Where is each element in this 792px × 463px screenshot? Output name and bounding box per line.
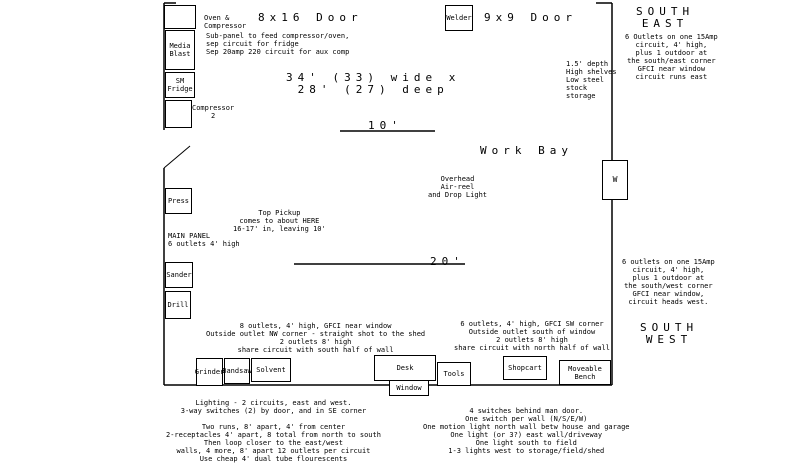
door-right-label: 9x9 Door [484,11,577,24]
press-box: Press [165,188,192,214]
south-east-label: SOUTH EAST [636,5,695,30]
twenty-foot-label: 20' [430,255,465,268]
shopcart-box: Shopcart [503,356,547,380]
media-blast-box: Media Blast [165,30,195,70]
oven-compressor-box [164,5,196,29]
moveable-bench-box: Moveable Bench [559,360,611,385]
sander-box: Sander [165,262,193,288]
east-window-box: W [602,160,628,200]
door-left-label: 8x16 Door [258,11,363,24]
outlets-right-note: 6 outlets, 4' high, GFCI SW corner Outsi… [454,320,610,352]
oven-compressor-label: Oven & Compressor [204,14,247,30]
tools-box: Tools [437,362,471,386]
main-panel-note: MAIN PANEL 6 outlets 4' high [168,232,240,248]
work-bay-label: Work Bay [480,144,573,157]
dimensions-label: 34' (33) wide x 28' (27) deep [286,71,461,96]
bandsaw-box: Bandsaw [222,358,252,384]
top-pickup-note: Top Pickup comes to about HERE 16-17' in… [233,209,326,233]
ten-foot-label: 10' [368,119,403,132]
compressor2-label: Compressor 2 [192,104,235,120]
outlets-left-note: 8 outlets, 4' high, GFCI near window Out… [206,322,426,354]
subpanel-note: Sub-panel to feed compressor/oven, sep c… [206,32,350,56]
switches-note: 4 switches behind man door. One switch p… [423,407,630,455]
lighting-note: Lighting - 2 circuits, east and west. 3-… [166,399,381,463]
shelves-note: 1.5' depth High shelves Low steel stock … [566,60,617,100]
se-outlets-note: 6 Outlets on one 15Amp circuit, 4' high,… [625,33,718,81]
grinder-box: Grinder [195,358,224,386]
desk-box: Desk [374,355,436,381]
fridge-box: SM Fridge [165,72,195,98]
overhead-note: Overhead Air-reel and Drop Light [428,175,488,199]
drill-box: Drill [165,291,191,319]
welder-box: Welder [445,5,473,31]
solvent-box: Solvent [251,358,291,382]
sw-outlets-note: 6 outlets on one 15Amp circuit, 4' high,… [622,258,715,306]
compressor2-box [165,100,192,128]
south-west-label: SOUTH WEST [640,321,699,346]
window-south-box: Window [389,380,429,396]
